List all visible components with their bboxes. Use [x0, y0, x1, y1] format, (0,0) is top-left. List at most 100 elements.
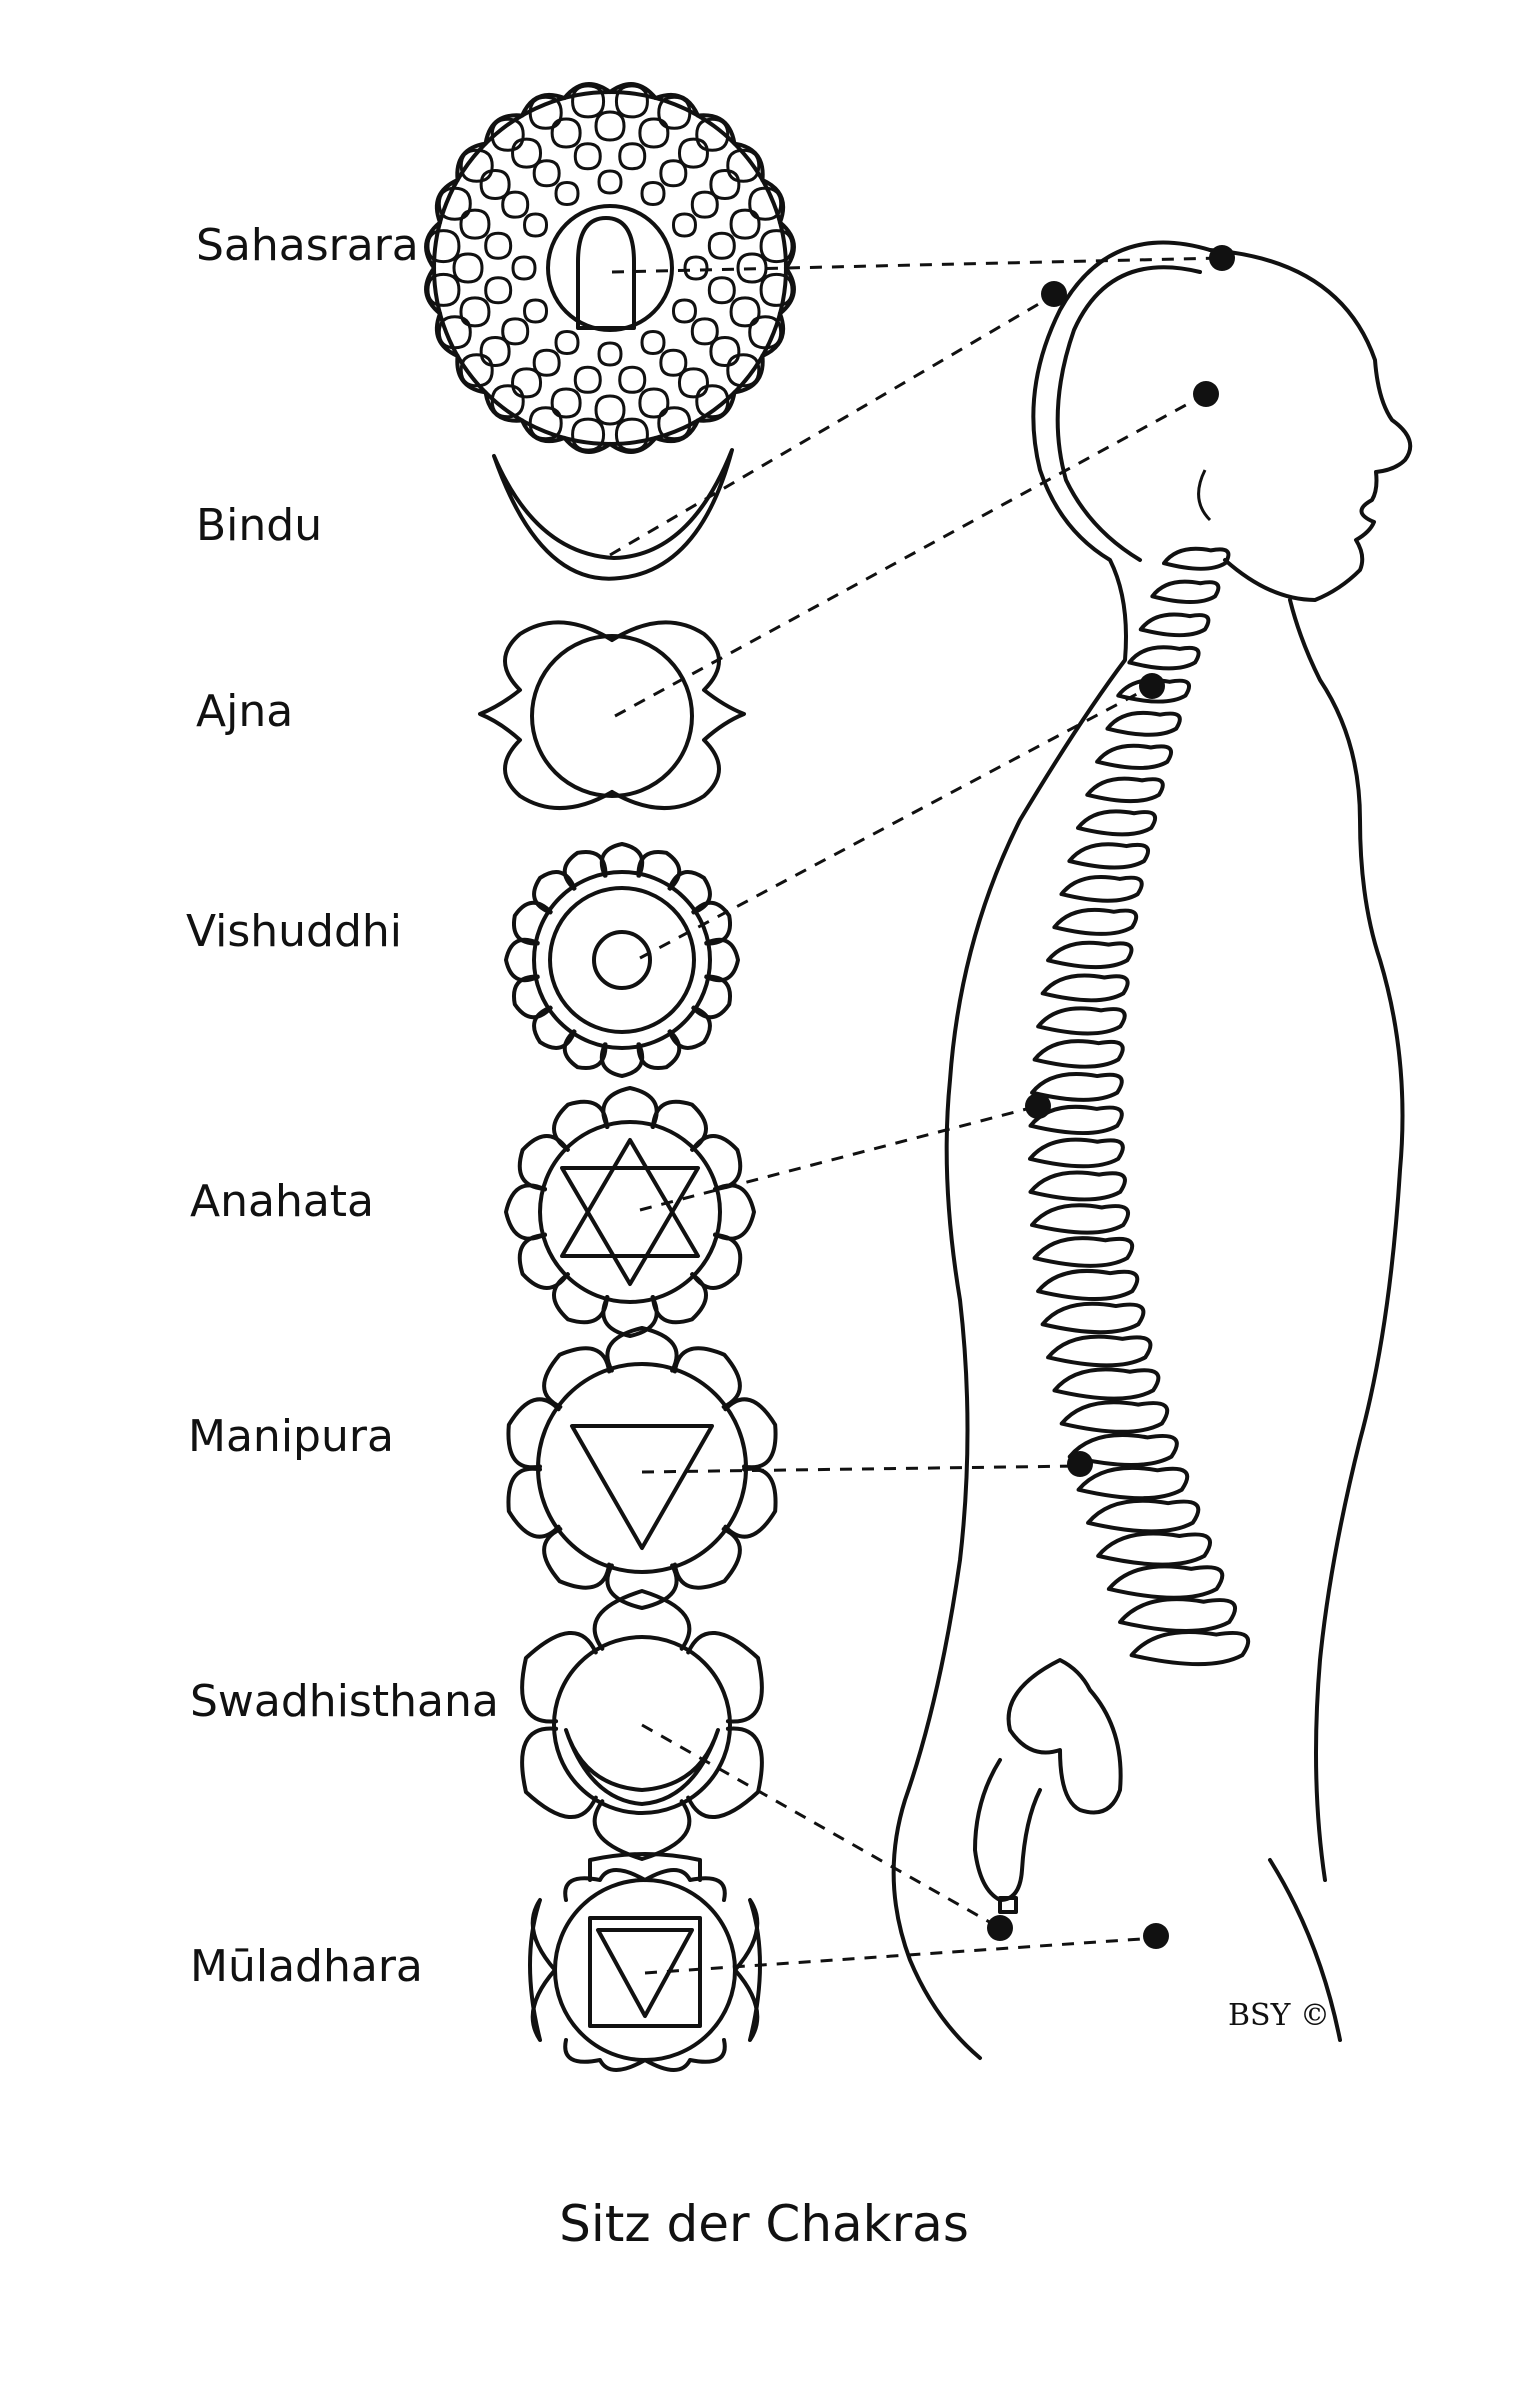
vishuddhi-symbol: [504, 842, 740, 1078]
sahasrara-petal: [434, 311, 460, 358]
sahasrara-petal: [760, 311, 786, 358]
spine: [1027, 546, 1251, 1667]
sahasrara-petal: [594, 394, 626, 426]
connector-vishuddhi: [639, 684, 1153, 960]
vertebra: [1086, 1498, 1201, 1534]
copyright-mark: BSY ©: [1228, 1998, 1330, 2033]
sahasrara-petal: [523, 212, 549, 238]
vishuddhi-petal: [691, 900, 732, 946]
sahasrara-petal: [479, 335, 511, 367]
sahasrara-petal: [671, 212, 697, 238]
sahasrara-petal: [640, 181, 666, 207]
body-outline: [891, 240, 1413, 2060]
sahasrara-petal: [573, 142, 602, 171]
sahasrara-petal: [484, 231, 513, 260]
sahasrara-petal: [729, 296, 761, 328]
label-ajna: Ajna: [196, 686, 294, 737]
label-manipura: Manipura: [188, 1411, 394, 1462]
sahasrara-petal: [437, 315, 472, 350]
sahasrara-petal: [659, 159, 688, 188]
vertebra: [1076, 809, 1157, 837]
sahasrara-petal: [732, 141, 765, 182]
diagram-caption: Sitz der Chakras: [559, 2195, 969, 2253]
vertebra: [1059, 1400, 1170, 1434]
swadhisthana-petal: [592, 1589, 692, 1651]
sahasrara-petal: [424, 266, 442, 316]
sahasrara-petal: [726, 353, 761, 388]
connector-anahata: [639, 1104, 1039, 1212]
sahasrara-petal: [528, 95, 563, 130]
sahasrara-petal: [690, 190, 719, 219]
vertebra: [1046, 940, 1134, 970]
vertebra: [1096, 1531, 1212, 1567]
vertebra: [1036, 1269, 1140, 1302]
sahasrara-petal: [618, 142, 647, 171]
sahasrara-petal: [455, 354, 488, 395]
manipura-petal: [605, 1563, 679, 1610]
vertebra: [1030, 1203, 1130, 1235]
sahasrara-petal: [707, 276, 736, 305]
ajna-symbol: [478, 620, 746, 811]
vertebra: [1030, 1072, 1124, 1102]
manipura-petal: [723, 1397, 778, 1470]
sahasrara-symbol: [424, 82, 796, 454]
sahasrara-petal: [608, 82, 658, 100]
connector-swadhisthana: [641, 1723, 1001, 1930]
sahasrara-petal: [484, 276, 513, 305]
sahasrara-petal: [424, 220, 442, 270]
vertebra: [1036, 1006, 1127, 1036]
sahasrara-petal: [748, 315, 783, 350]
sahasrara-petal: [532, 159, 561, 188]
sahasrara-petal: [696, 113, 737, 146]
sahasrara-petal: [671, 298, 697, 324]
manipura-symbol: [506, 1326, 778, 1610]
sahasrara-petal: [748, 186, 783, 221]
connector-ajna: [614, 392, 1207, 718]
sacrum: [973, 1658, 1123, 1914]
sahasrara-petal: [511, 367, 543, 399]
sahasrara-petal: [562, 82, 612, 100]
sahasrara-petal: [608, 436, 658, 454]
sahasrara-petal: [437, 186, 472, 221]
vertebra: [1127, 645, 1201, 671]
sahasrara-petal: [778, 220, 796, 270]
sahasrara-petal: [554, 329, 580, 355]
manipura-petal: [672, 1527, 742, 1590]
manipura-petal: [542, 1346, 612, 1409]
sahasrara-petal: [709, 335, 741, 367]
sahasrara-petal: [528, 406, 563, 441]
label-anahata: Anahata: [190, 1176, 375, 1227]
sahasrara-petal: [653, 418, 700, 444]
vertebra: [1138, 612, 1211, 638]
sahasrara-petal: [638, 117, 670, 149]
manipura-petal: [542, 1527, 612, 1590]
sahasrara-petal: [778, 266, 796, 316]
sahasrara-petal: [709, 169, 741, 201]
sahasrara-petal: [759, 272, 794, 307]
sahasrara-petal: [571, 84, 606, 119]
sahasrara-petal: [571, 417, 606, 452]
vertebra: [1040, 1301, 1146, 1335]
dot-sahasrara: [1209, 245, 1235, 271]
sahasrara-petal: [760, 178, 786, 225]
sahasrara-petal: [657, 95, 692, 130]
sahasrara-petal: [640, 329, 666, 355]
sahasrara-petal: [452, 252, 484, 284]
sahasrara-petal: [434, 178, 460, 225]
vertebra: [1052, 907, 1139, 936]
manipura-petal: [723, 1466, 778, 1539]
sahasrara-petal: [690, 317, 719, 346]
sahasrara-petal: [759, 229, 794, 264]
sahasrara-petal: [532, 348, 561, 377]
manipura-petal: [506, 1466, 561, 1539]
sahasrara-petal: [657, 406, 692, 441]
vertebra: [1067, 1433, 1179, 1467]
vertebra: [1052, 1367, 1161, 1401]
sahasrara-petal: [550, 117, 582, 149]
sahasrara-petal: [597, 341, 623, 367]
sahasrara-petal: [653, 92, 700, 118]
dot-vishuddhi: [1139, 673, 1165, 699]
sahasrara-petal: [483, 390, 524, 423]
vertebra: [1028, 1104, 1124, 1136]
